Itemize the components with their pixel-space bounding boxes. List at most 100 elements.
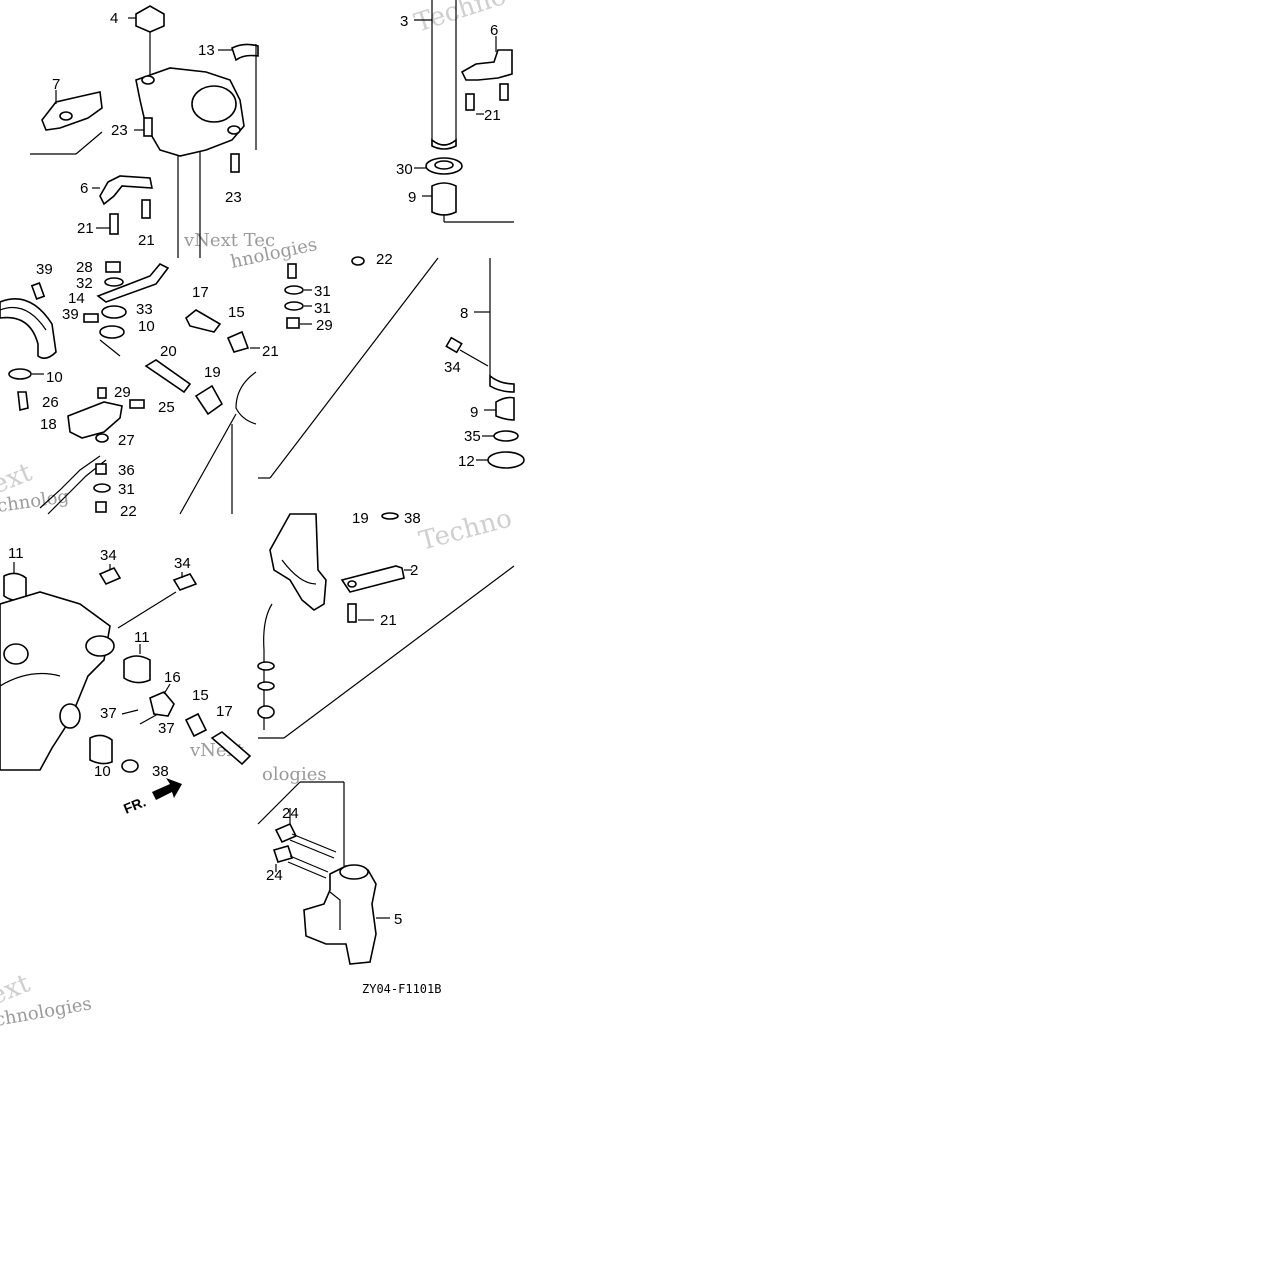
tilt-arc-bracket xyxy=(0,298,57,360)
callout-label: 23 xyxy=(225,189,242,206)
grease-nipple-part xyxy=(445,336,463,354)
nut-part xyxy=(95,463,107,475)
front-label: FR. xyxy=(121,793,148,816)
tile-stopper-plate: 19 38 2 21 xyxy=(257,510,515,739)
callout-label: 30 xyxy=(396,161,413,178)
washer-part xyxy=(101,305,127,319)
callout-label: 18 xyxy=(40,416,57,433)
bolt-part xyxy=(30,282,46,300)
callout-label: 24 xyxy=(266,867,283,884)
bolt-part xyxy=(287,263,297,279)
callout-label: 10 xyxy=(46,369,63,386)
callout-label: 16 xyxy=(164,669,181,686)
washer-part xyxy=(93,483,111,493)
bolt-part xyxy=(83,313,99,323)
bracket-part xyxy=(99,175,153,206)
callout-label: 5 xyxy=(394,911,402,928)
cover-part xyxy=(41,91,103,131)
callout-label: 31 xyxy=(118,481,135,498)
watermark-text: vNext Tec xyxy=(183,230,275,251)
callout-label: 35 xyxy=(464,428,481,445)
washer-part xyxy=(104,277,124,287)
tile-tilt-parts: 39 28 32 14 33 39 10 10 26 29 25 18 27 3… xyxy=(0,259,279,520)
nut-part xyxy=(286,317,300,329)
callout-label: 21 xyxy=(77,220,94,237)
nut-part xyxy=(149,691,175,717)
stopper-plate-part xyxy=(340,565,405,593)
tile-center-hardware: 22 31 31 29 8 34 9 35 12 xyxy=(258,251,525,479)
callout-label: 37 xyxy=(100,705,117,722)
callout-label: 38 xyxy=(404,510,421,527)
callout-label: 20 xyxy=(160,343,177,360)
seal-part xyxy=(487,451,525,469)
callout-label: 22 xyxy=(120,503,137,520)
washer-part xyxy=(99,325,125,339)
nut-part xyxy=(105,261,121,273)
watermark-text: Techno xyxy=(416,503,515,556)
callout-label: 10 xyxy=(138,318,155,335)
callout-label: 15 xyxy=(192,687,209,704)
callout-label: 2 xyxy=(410,562,418,579)
washer-part xyxy=(121,759,139,773)
bolt-part xyxy=(465,93,475,111)
bolt-part xyxy=(274,822,298,844)
callout-label: 25 xyxy=(158,399,175,416)
collar-part xyxy=(226,330,250,353)
callout-label: 14 xyxy=(68,290,85,307)
callout-label: 10 xyxy=(94,763,111,780)
pin-part xyxy=(210,731,252,766)
callout-label: 32 xyxy=(76,275,93,292)
bracket-part xyxy=(231,43,259,62)
callout-label: 4 xyxy=(110,10,118,27)
callout-label: 7 xyxy=(52,76,60,93)
bolt-part xyxy=(141,199,151,219)
bushing-part xyxy=(194,384,224,416)
collar-part xyxy=(184,712,208,738)
tile-bracket-assembly: 24 24 5 ZY04-F1101B xyxy=(257,781,441,996)
bushing-part xyxy=(89,734,113,765)
callout-label: 11 xyxy=(8,545,24,562)
callout-label: 21 xyxy=(484,107,501,124)
callout-label: 21 xyxy=(262,343,279,360)
bolt-part xyxy=(143,117,153,137)
shaft-part xyxy=(144,359,192,394)
front-direction-indicator: FR. xyxy=(121,778,182,817)
callout-label: 34 xyxy=(444,359,461,376)
bolt-part xyxy=(272,845,294,863)
bolt-part xyxy=(230,153,240,173)
callout-label: 39 xyxy=(62,306,79,323)
callout-label: 29 xyxy=(114,384,131,401)
front-arrow-icon xyxy=(152,778,182,800)
callout-label: 29 xyxy=(316,317,333,334)
bolt-part xyxy=(129,399,145,409)
callout-label: 24 xyxy=(282,805,299,822)
callout-label: 33 xyxy=(136,301,153,318)
callout-label: 3 xyxy=(400,13,408,30)
callout-label: 9 xyxy=(408,189,416,206)
callout-label: 34 xyxy=(100,547,117,564)
nut-part xyxy=(97,387,107,399)
bushing-part xyxy=(431,182,457,216)
callout-label: 38 xyxy=(152,763,169,780)
callout-label: 19 xyxy=(204,364,221,381)
washer-part xyxy=(284,301,304,311)
washer-part xyxy=(493,430,519,442)
callout-label: 31 xyxy=(314,300,331,317)
callout-label: 28 xyxy=(76,259,93,276)
watermark-text: ologies xyxy=(262,764,327,785)
callout-label: 8 xyxy=(460,305,468,322)
callout-label: 23 xyxy=(111,122,128,139)
diagram-code: ZY04-F1101B xyxy=(362,982,441,996)
washer-part xyxy=(8,368,32,380)
callout-label: 21 xyxy=(138,232,155,249)
callout-label: 6 xyxy=(80,180,88,197)
bolt-part xyxy=(109,213,119,235)
bracket-part xyxy=(460,49,513,81)
callout-label: 11 xyxy=(134,629,150,646)
callout-label: 6 xyxy=(490,22,498,39)
callout-label: 37 xyxy=(158,720,175,737)
callout-label: 21 xyxy=(380,612,397,629)
tile-stern-bracket: FR. 11 34 34 11 16 37 37 15 17 10 38 xyxy=(0,545,252,817)
clip-part xyxy=(135,5,165,33)
